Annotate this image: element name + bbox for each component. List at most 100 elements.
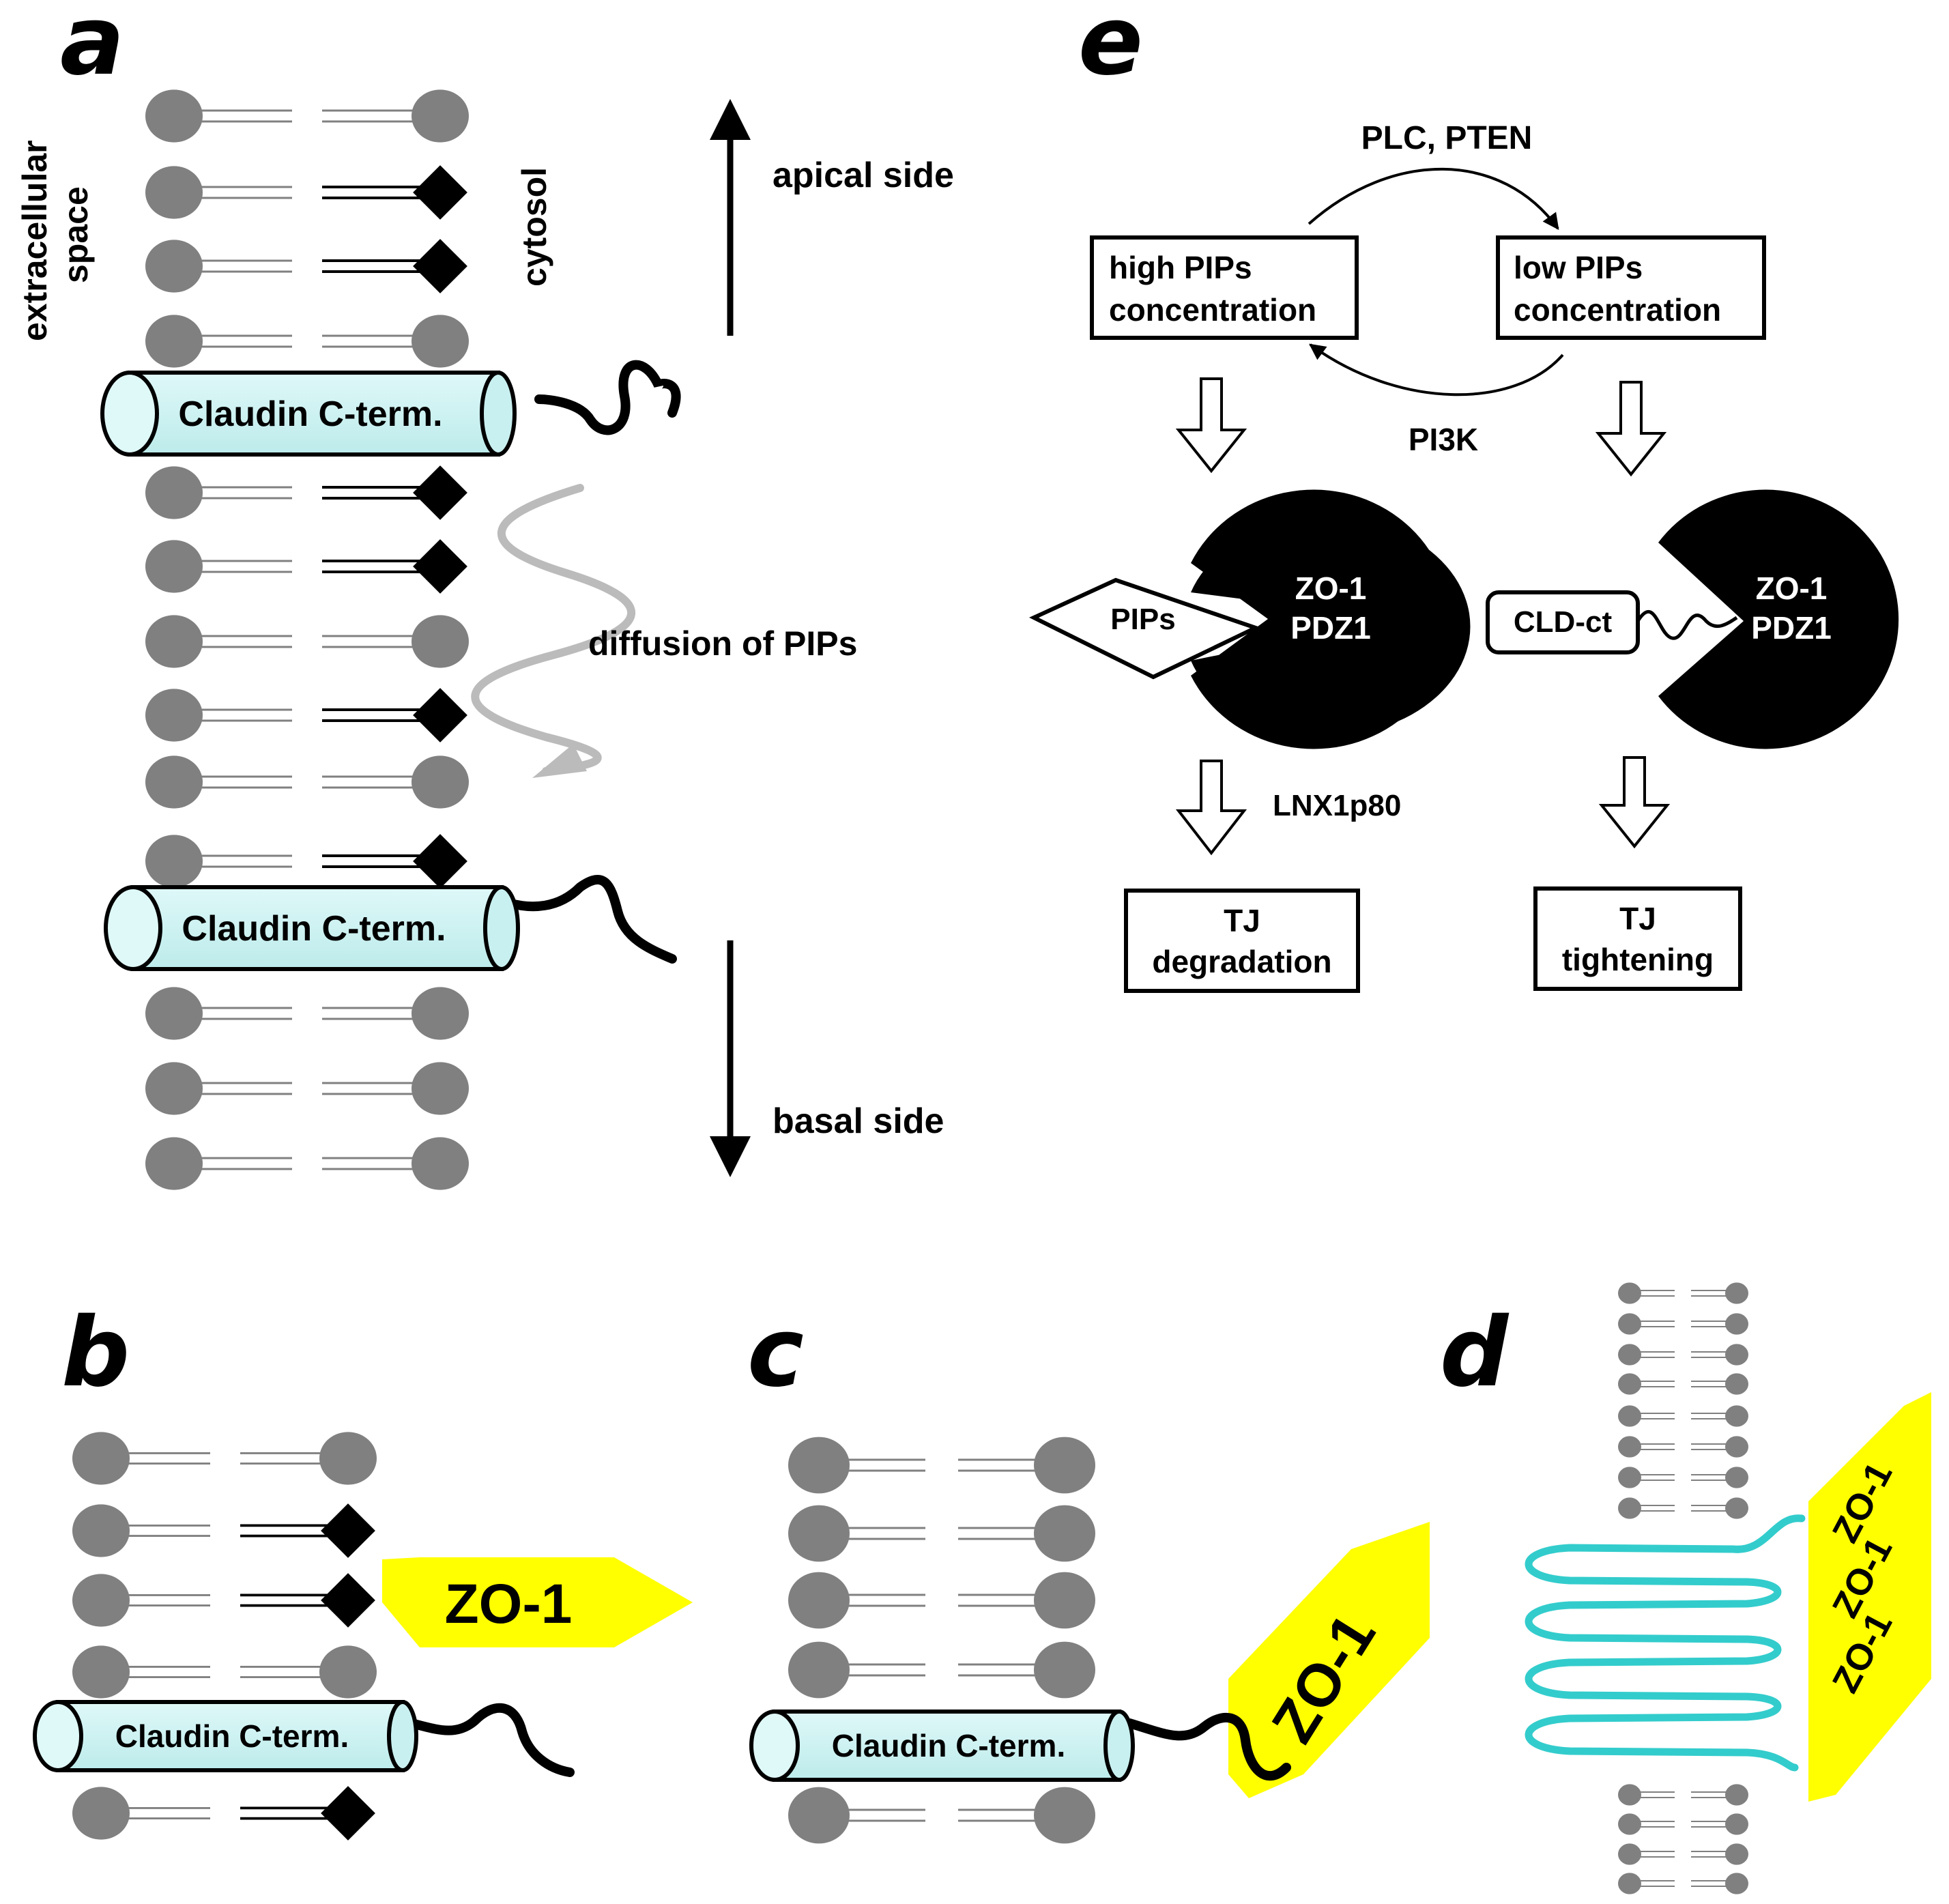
- lipid-headgroup: [145, 240, 203, 293]
- lipid-headgroup: [145, 540, 203, 593]
- lipid-headgroup: [788, 1437, 850, 1494]
- lipid-row: [72, 1645, 377, 1699]
- low-pips-line2: concentration: [1514, 292, 1721, 328]
- lipid-headgroup: [1034, 1641, 1095, 1699]
- panel-a: a extracellular space cytosol Claudin C-…: [16, 0, 954, 1190]
- lipid-headgroup: [1618, 1467, 1641, 1488]
- hollow-arrow-3: [1175, 760, 1247, 856]
- pip-headgroup-icon: [321, 1786, 375, 1841]
- lipid-headgroup: [1034, 1505, 1095, 1562]
- claudin-label-c: Claudin C-term.: [832, 1728, 1065, 1763]
- zo1-shape-b: ZO-1: [382, 1557, 693, 1647]
- lipid-headgroup: [145, 89, 203, 143]
- claudin-tail: [497, 875, 677, 964]
- zo1-pdz1-cldct-complex: CLD-ct ZO-1 PDZ1: [1486, 489, 1899, 749]
- lipid-headgroup: [145, 835, 203, 888]
- pip-lipid-row: [72, 1786, 375, 1841]
- lipid-headgroup: [1725, 1813, 1748, 1835]
- panel-d-letter: d: [1440, 1297, 1510, 1409]
- high-pips-box: [1090, 235, 1359, 340]
- lipid-row: [145, 1137, 469, 1190]
- pips-diamond: [1029, 577, 1261, 680]
- lipid-headgroup: [1618, 1373, 1641, 1395]
- lipid-headgroup: [72, 1645, 130, 1699]
- zo1-pdz1-left-line1: ZO-1: [1295, 571, 1367, 606]
- pip-headgroup-icon: [413, 465, 467, 520]
- lipid-row: [788, 1505, 1095, 1562]
- hollow-arrow-1: [1175, 377, 1247, 474]
- lipid-headgroup: [1725, 1405, 1748, 1427]
- basal-label: basal side: [773, 1101, 944, 1141]
- pip-headgroup-icon: [413, 834, 467, 889]
- lipid-headgroup: [72, 1504, 130, 1557]
- lipid-row: [788, 1437, 1095, 1494]
- claudin-cylinder-c: Claudin C-term.: [749, 1710, 1291, 1782]
- lipid-headgroup: [72, 1432, 130, 1485]
- pip-headgroup-icon: [413, 165, 467, 220]
- tj-tightening-line2: tightening: [1562, 942, 1714, 977]
- lipid-headgroup: [1725, 1873, 1748, 1894]
- lipid-row: [1618, 1436, 1748, 1458]
- claudin-cylinder-a1: Claudin C-term.: [100, 360, 681, 457]
- lipid-headgroup: [412, 615, 469, 668]
- low-pips-box: [1496, 235, 1766, 340]
- lipid-row: [145, 315, 469, 368]
- pip-lipid-row: [145, 239, 467, 293]
- low-pips-line1: low PIPs: [1514, 250, 1643, 285]
- cycle-arrow-top: [1308, 167, 1559, 230]
- lipid-headgroup: [145, 1137, 203, 1190]
- claudin-label-a2: Claudin C-term.: [182, 909, 446, 949]
- lipid-headgroup: [1034, 1572, 1095, 1629]
- enzyme-top-label: PLC, PTEN: [1361, 120, 1533, 156]
- lipid-headgroup: [1725, 1344, 1748, 1366]
- cycle-arrow-bottom: [1309, 343, 1564, 396]
- lipid-headgroup: [1725, 1784, 1748, 1806]
- lipid-row: [1618, 1344, 1748, 1366]
- lipid-headgroup: [145, 987, 203, 1040]
- cldct-tail: [1636, 609, 1738, 640]
- pip-headgroup-icon: [321, 1503, 375, 1558]
- pacman-left: [1191, 489, 1451, 749]
- pacman-right: [1658, 489, 1899, 749]
- lipid-headgroup: [1618, 1436, 1641, 1458]
- lipid-headgroup: [145, 689, 203, 742]
- lipid-row: [1618, 1873, 1748, 1894]
- lipid-headgroup: [412, 987, 469, 1040]
- pip-lipid-row: [145, 539, 467, 594]
- panel-b: b ZO-1 Claudin C-term.: [33, 1297, 693, 1841]
- lipid-headgroup: [72, 1574, 130, 1627]
- membrane-c: [788, 1437, 1095, 1844]
- lipid-row: [788, 1641, 1095, 1699]
- claudin-tail: [534, 360, 681, 435]
- panel-a-letter: a: [60, 0, 124, 97]
- lipid-headgroup: [1725, 1843, 1748, 1865]
- lipid-row: [1618, 1813, 1748, 1835]
- panel-b-letter: b: [61, 1297, 130, 1409]
- panel-d: d ZO-1 ZO-1 ZO-1: [1440, 1282, 1931, 1894]
- zo1-stack-d: ZO-1 ZO-1 ZO-1: [1808, 1392, 1931, 1802]
- high-pips-line2: concentration: [1109, 292, 1316, 328]
- lipid-headgroup: [788, 1505, 850, 1562]
- claudin-loops-d: [1525, 1514, 1806, 1772]
- lipid-headgroup: [1618, 1873, 1641, 1894]
- lipid-row: [788, 1787, 1095, 1844]
- lipid-headgroup: [1618, 1813, 1641, 1835]
- lipid-headgroup: [412, 755, 469, 809]
- cytosol-label: cytosol: [515, 167, 553, 287]
- lipid-headgroup: [412, 315, 469, 368]
- pip-lipid-row: [72, 1573, 375, 1628]
- lipid-headgroup: [1725, 1282, 1748, 1304]
- lipid-row: [145, 1062, 469, 1115]
- lipid-headgroup: [72, 1787, 130, 1840]
- tj-degradation-line1: TJ: [1224, 903, 1260, 938]
- lipid-row: [1618, 1282, 1748, 1304]
- lipid-row: [1618, 1784, 1748, 1806]
- pips-label: PIPs: [1110, 603, 1175, 636]
- lipid-headgroup: [145, 755, 203, 809]
- lipid-headgroup: [319, 1645, 377, 1699]
- lipid-headgroup: [319, 1432, 377, 1485]
- lipid-row: [1618, 1467, 1748, 1488]
- tj-tightening-line1: TJ: [1619, 901, 1656, 936]
- cldct-label: CLD-ct: [1514, 605, 1613, 639]
